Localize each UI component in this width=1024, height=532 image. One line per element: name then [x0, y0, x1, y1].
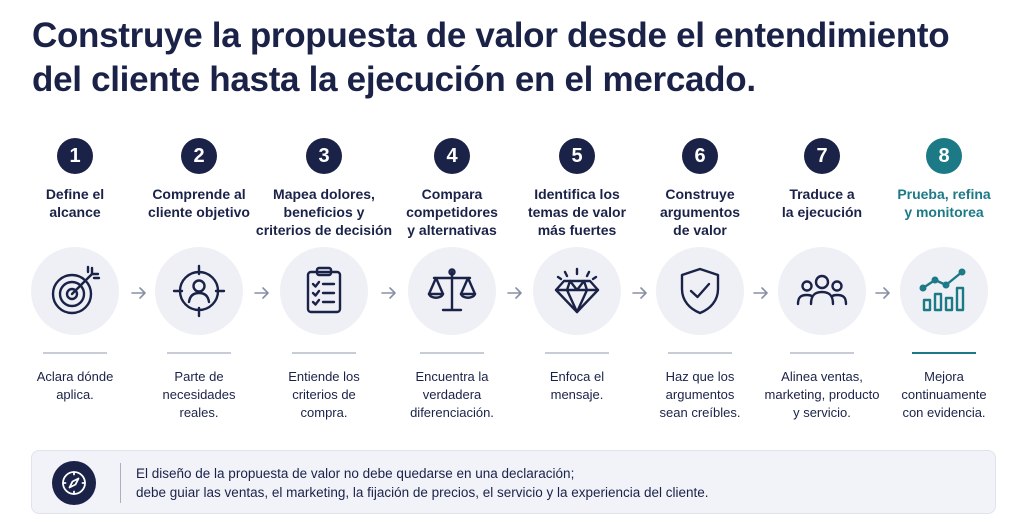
- step-title: Define el alcance: [45, 186, 105, 220]
- step-icon-circle: [31, 247, 119, 335]
- step-title: Comprende al cliente objetivo: [148, 186, 250, 220]
- note-text: El diseño de la propuesta de valor no de…: [136, 464, 976, 502]
- title-line-2: del cliente hasta la ejecución en el mer…: [32, 60, 756, 99]
- divider: [790, 352, 854, 354]
- step-title: Mapea dolores, beneficios y criterios de…: [255, 186, 393, 238]
- step-icon-circle: [280, 247, 368, 335]
- balance-scale-icon: [427, 268, 477, 312]
- step-icon-circle: [408, 247, 496, 335]
- step-title: Traduce a la ejecución: [781, 186, 863, 220]
- note-icon-badge: [52, 461, 96, 505]
- note-line-2: debe guiar las ventas, el marketing, la …: [136, 485, 709, 500]
- step-title: Construye argumentos de valor: [659, 186, 741, 238]
- step-number-badge: 1: [57, 138, 93, 174]
- shield-check-icon: [680, 267, 720, 315]
- step-title: Prueba, refina y monitorea: [897, 186, 991, 220]
- diamond-icon: [554, 267, 600, 314]
- divider: [167, 352, 231, 354]
- step-description: Encuentra la verdadera diferenciación.: [410, 369, 494, 420]
- divider: [668, 352, 732, 354]
- step-description: Enfoca el mensaje.: [549, 369, 605, 402]
- divider: [292, 352, 356, 354]
- step-description: Mejora continuamente con evidencia.: [901, 369, 987, 420]
- step-number-badge: 4: [434, 138, 470, 174]
- divider: [912, 352, 976, 354]
- note-box: El diseño de la propuesta de valor no de…: [31, 450, 996, 514]
- divider: [420, 352, 484, 354]
- step-title: Identifica los temas de valor más fuerte…: [527, 186, 627, 238]
- step-icon-circle: [656, 247, 744, 335]
- compass-icon: [62, 471, 86, 495]
- customer-crosshair-icon: [172, 264, 226, 318]
- step-icon-circle: [533, 247, 621, 335]
- arrow-right-icon: [380, 286, 398, 300]
- arrow-right-icon: [506, 286, 524, 300]
- step-number-badge: 5: [559, 138, 595, 174]
- team-icon: [796, 274, 848, 306]
- step-description: Parte de necesidades reales.: [162, 369, 236, 420]
- target-icon: [51, 265, 101, 315]
- step-description: Alinea ventas, marketing, producto y ser…: [764, 369, 880, 420]
- arrow-right-icon: [752, 286, 770, 300]
- arrow-right-icon: [130, 286, 148, 300]
- step-number-badge: 7: [804, 138, 840, 174]
- arrow-right-icon: [253, 286, 271, 300]
- step-title: Compara competidores y alternativas: [406, 186, 498, 238]
- page-title: Construye la propuesta de valor desde el…: [32, 14, 992, 102]
- arrow-right-icon: [874, 286, 892, 300]
- step-icon-circle: [155, 247, 243, 335]
- step-description: Aclara dónde aplica.: [36, 369, 114, 402]
- step-number-badge: 6: [682, 138, 718, 174]
- growth-chart-icon: [919, 268, 966, 312]
- title-line-1: Construye la propuesta de valor desde el…: [32, 16, 950, 55]
- checklist-clipboard-icon: [306, 266, 342, 314]
- step-number-badge: 8: [926, 138, 962, 174]
- step-description: Entiende los criterios de compra.: [288, 369, 360, 420]
- arrow-right-icon: [631, 286, 649, 300]
- divider: [43, 352, 107, 354]
- note-line-1: El diseño de la propuesta de valor no de…: [136, 466, 575, 481]
- step-description: Haz que los argumentos sean creíbles.: [659, 369, 741, 420]
- step-number-badge: 3: [306, 138, 342, 174]
- note-separator: [120, 463, 121, 503]
- step-number-badge: 2: [181, 138, 217, 174]
- step-icon-circle: [778, 247, 866, 335]
- step-icon-circle: [900, 247, 988, 335]
- divider: [545, 352, 609, 354]
